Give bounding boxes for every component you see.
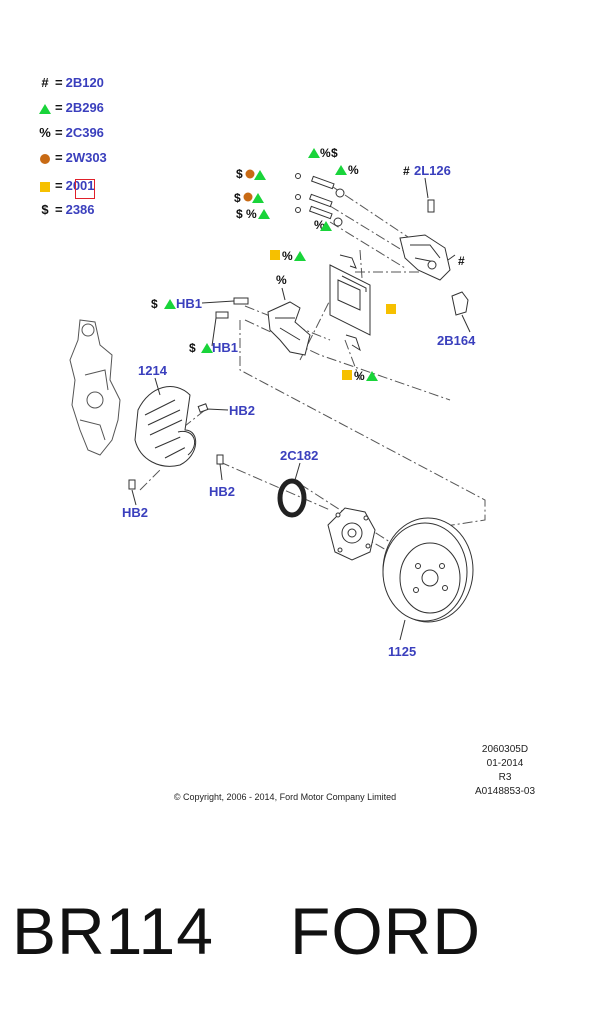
- percent-symbol: %: [246, 207, 257, 221]
- hash-symbol: #: [403, 164, 410, 178]
- seal-2c182: [277, 478, 307, 518]
- dollar-symbol: $: [236, 167, 243, 181]
- legend-row: # =2B120: [38, 74, 104, 92]
- caliper-bolt-label: 2L126: [414, 163, 451, 178]
- green-triangle-icon: [308, 148, 320, 158]
- green-triangle-icon: [294, 251, 306, 261]
- shield-bolt-label: HB2: [229, 403, 255, 418]
- hash-symbol: #: [458, 254, 465, 268]
- ref-line: R3: [498, 772, 512, 783]
- bracket-2b164: [451, 291, 469, 316]
- orange-circle-icon: [243, 192, 253, 202]
- brand-name: FORD: [290, 894, 481, 968]
- yellow-square-icon: [386, 304, 396, 314]
- caliper-bolts: [295, 173, 435, 227]
- yellow-square-icon: [270, 250, 280, 260]
- legend-code: 2B120: [65, 75, 104, 90]
- ref-block: 2060305D 01-2014 R3 A0148853-03: [470, 744, 540, 800]
- splash-shield: [134, 386, 197, 467]
- green-triangle-icon: [320, 221, 332, 231]
- yellow-square-icon: [342, 370, 352, 380]
- green-triangle-icon: [201, 343, 213, 353]
- brake-exploded-diagram: 2L126 # # 2B164 $ HB1 $ HB1 1214 HB2 HB2…: [69, 146, 486, 659]
- part-code: BR114: [12, 894, 214, 968]
- brake-rotor: [382, 517, 474, 623]
- equals-sign: =: [55, 202, 63, 217]
- brake-pads: [329, 264, 371, 336]
- legend-code: 2386: [65, 202, 95, 217]
- percent-symbol: %: [282, 249, 293, 263]
- legend-code: 2C396: [65, 125, 104, 140]
- legend-code: 2001: [65, 178, 95, 193]
- dollar-symbol: $: [189, 341, 196, 355]
- ref-line: A0148853-03: [474, 786, 536, 797]
- equals-sign: =: [55, 178, 63, 193]
- seal-label: 2C182: [280, 448, 318, 463]
- percent-symbol: %: [314, 218, 325, 232]
- shield-label: 1214: [138, 363, 168, 378]
- shield-bolts: [128, 403, 224, 490]
- brake-caliper: [399, 234, 451, 281]
- dollar-symbol: $: [234, 191, 241, 205]
- legend-row: =2001: [38, 177, 95, 195]
- shield-bolt-label: HB2: [209, 484, 235, 499]
- equals-sign: =: [55, 150, 63, 165]
- green-triangle-icon: [164, 299, 176, 309]
- equals-sign: =: [55, 75, 63, 90]
- equals-sign: =: [55, 125, 63, 140]
- rotor-label: 1125: [388, 644, 416, 659]
- dollar-symbol: $: [236, 207, 243, 221]
- orange-circle-icon: [40, 153, 50, 164]
- percent-symbol: %: [348, 163, 359, 177]
- dollar-symbol: $: [151, 297, 158, 311]
- percent-symbol: %: [320, 146, 331, 160]
- bracket-label: 2B164: [437, 333, 476, 348]
- green-triangle-icon: [254, 170, 266, 180]
- leader-lines: [131, 177, 471, 641]
- highlight-box: [75, 179, 95, 199]
- wheel-hub: [327, 507, 376, 561]
- green-triangle-icon: [252, 193, 264, 203]
- ref-line: 01-2014: [486, 758, 524, 769]
- legend-code: 2W303: [65, 150, 107, 165]
- legend-row: $ =2386: [38, 201, 95, 219]
- orange-circle-icon: [245, 169, 255, 179]
- copyright: © Copyright, 2006 - 2014, Ford Motor Com…: [173, 792, 397, 802]
- hub-bolt-label: HB1: [176, 296, 202, 311]
- caliper-bracket: [267, 301, 311, 356]
- percent-symbol: %: [354, 369, 365, 383]
- dollar-symbol: $: [331, 146, 338, 160]
- ref-line: 2060305D: [481, 744, 529, 755]
- legend-row: =2B296: [38, 99, 104, 117]
- hub-bolt-label: HB1: [212, 340, 238, 355]
- legend-row: =2W303: [38, 149, 107, 167]
- legend-row: % =2C396: [38, 124, 104, 142]
- green-triangle-icon: [335, 165, 347, 175]
- pad-clips: [339, 254, 361, 352]
- shield-bolt-label: HB2: [122, 505, 148, 520]
- hash-symbol: #: [41, 75, 49, 90]
- equals-sign: =: [55, 100, 63, 115]
- green-triangle-icon: [39, 103, 51, 114]
- symbol-markers: [164, 148, 396, 381]
- green-triangle-icon: [258, 209, 270, 219]
- percent-symbol: %: [39, 125, 51, 140]
- percent-symbol: %: [276, 273, 287, 287]
- dollar-symbol: $: [41, 202, 49, 217]
- legend-code: 2B296: [65, 100, 104, 115]
- green-triangle-icon: [366, 371, 378, 381]
- yellow-square-icon: [40, 181, 50, 192]
- steering-knuckle: [69, 319, 121, 456]
